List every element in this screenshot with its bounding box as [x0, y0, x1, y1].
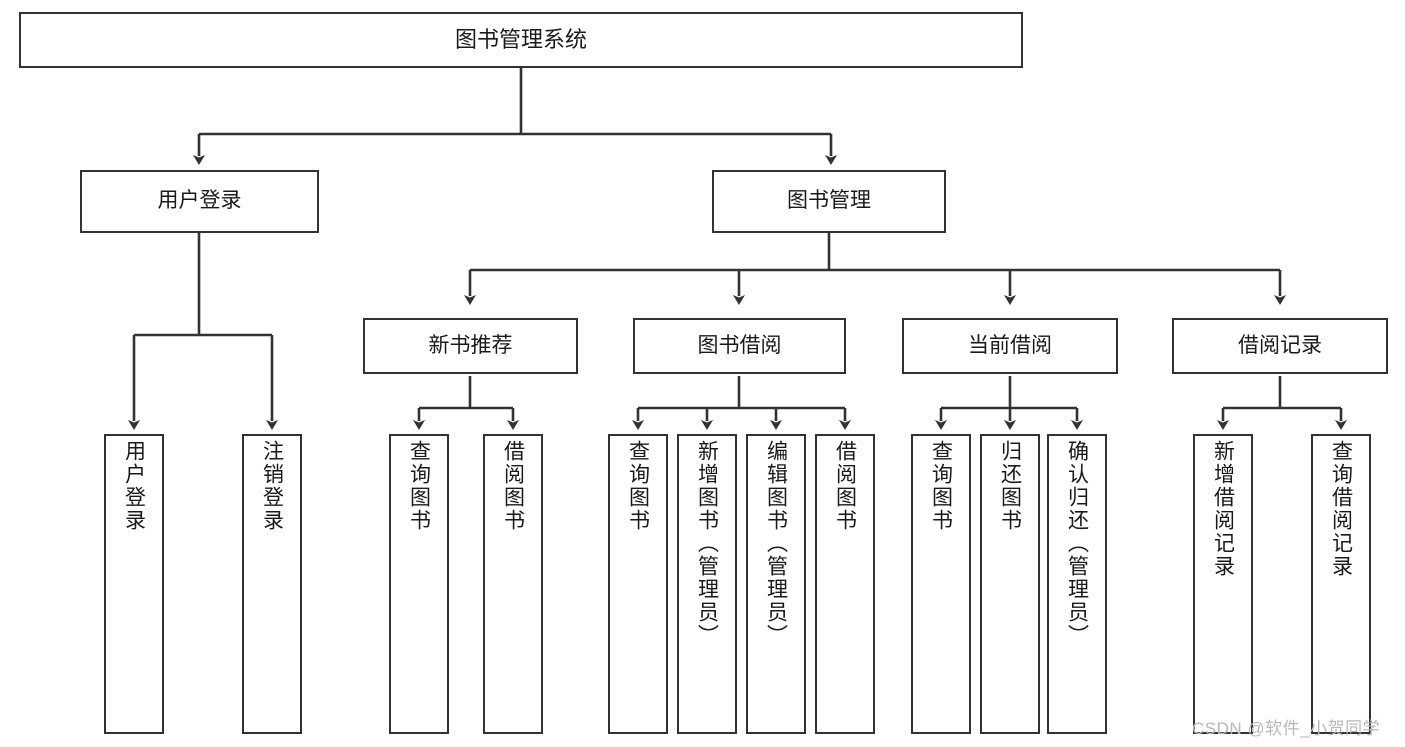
- node-leaf-query-book-3-label: 查询图书: [929, 440, 953, 532]
- node-root-label: 图书管理系统: [454, 27, 587, 53]
- node-leaf-query-record[interactable]: 查询借阅记录: [1311, 434, 1371, 734]
- node-leaf-edit-book-label: 编辑图书（管理员）: [764, 440, 788, 647]
- node-leaf-query-book-1-label: 查询图书: [407, 440, 431, 532]
- node-user-login[interactable]: 用户登录: [80, 170, 319, 233]
- node-user-login-label: 用户登录: [157, 189, 242, 213]
- node-leaf-confirm-return-label: 确认归还（管理员）: [1065, 440, 1089, 647]
- node-leaf-user-login[interactable]: 用户登录: [104, 434, 164, 734]
- node-leaf-query-book-2-label: 查询图书: [626, 440, 650, 532]
- node-leaf-edit-book[interactable]: 编辑图书（管理员）: [746, 434, 806, 734]
- node-leaf-user-login-label: 用户登录: [122, 440, 146, 532]
- node-current-borrow-label: 当前借阅: [968, 333, 1052, 357]
- node-current-borrow[interactable]: 当前借阅: [902, 318, 1118, 374]
- node-root[interactable]: 图书管理系统: [19, 12, 1023, 68]
- node-leaf-borrow-book-1[interactable]: 借阅图书: [483, 434, 543, 734]
- node-leaf-add-record-label: 新增借阅记录: [1211, 440, 1235, 578]
- node-book-borrow[interactable]: 图书借阅: [633, 318, 846, 374]
- node-leaf-add-record[interactable]: 新增借阅记录: [1193, 434, 1253, 734]
- node-leaf-return-book[interactable]: 归还图书: [980, 434, 1040, 734]
- node-new-book-recommend-label: 新书推荐: [428, 333, 513, 357]
- node-leaf-logout-login[interactable]: 注销登录: [242, 434, 302, 734]
- node-new-book-recommend[interactable]: 新书推荐: [363, 318, 578, 374]
- node-leaf-add-book-label: 新增图书（管理员）: [695, 440, 719, 647]
- node-borrow-record-label: 借阅记录: [1238, 333, 1322, 357]
- node-borrow-record[interactable]: 借阅记录: [1172, 318, 1388, 374]
- node-leaf-add-book[interactable]: 新增图书（管理员）: [677, 434, 737, 734]
- node-leaf-borrow-book-2-label: 借阅图书: [833, 440, 857, 532]
- node-leaf-logout-login-label: 注销登录: [260, 440, 284, 532]
- node-leaf-borrow-book-2[interactable]: 借阅图书: [815, 434, 875, 734]
- node-leaf-query-book-2[interactable]: 查询图书: [608, 434, 668, 734]
- watermark: CSDN @软件_小贺同学: [1192, 719, 1381, 738]
- node-leaf-return-book-label: 归还图书: [998, 440, 1022, 532]
- node-book-borrow-label: 图书借阅: [697, 333, 782, 357]
- node-leaf-query-book-3[interactable]: 查询图书: [911, 434, 971, 734]
- node-leaf-confirm-return[interactable]: 确认归还（管理员）: [1047, 434, 1107, 734]
- node-leaf-query-book-1[interactable]: 查询图书: [389, 434, 449, 734]
- node-leaf-query-record-label: 查询借阅记录: [1329, 440, 1353, 578]
- node-book-management[interactable]: 图书管理: [712, 170, 946, 233]
- node-book-management-label: 图书管理: [787, 189, 871, 213]
- node-leaf-borrow-book-1-label: 借阅图书: [501, 440, 525, 532]
